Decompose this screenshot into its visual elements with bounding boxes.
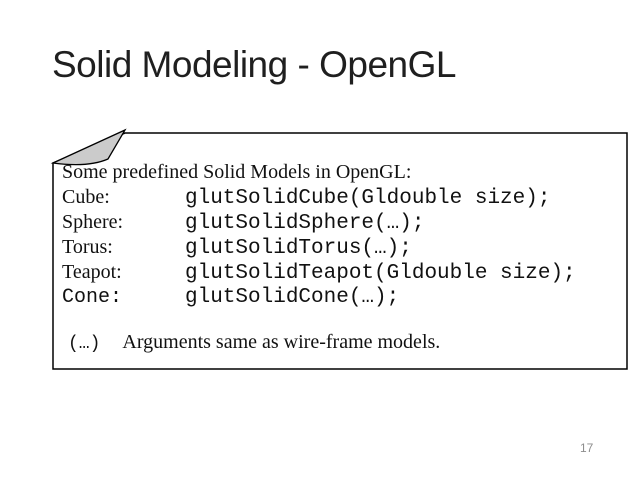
folded-corner-flap — [50, 128, 127, 166]
note-box: Some predefined Solid Models in OpenGL: … — [62, 160, 622, 357]
model-row: Sphere: glutSolidSphere(…); — [62, 210, 622, 235]
model-label: Teapot: — [62, 261, 122, 283]
footnote-symbol: (…) — [68, 334, 101, 354]
page-number: 17 — [580, 441, 594, 455]
model-code: glutSolidTorus(…); — [185, 237, 412, 260]
model-row: Cone: glutSolidCone(…); — [62, 285, 622, 310]
model-code: glutSolidCone(…); — [185, 286, 400, 309]
model-row: Torus: glutSolidTorus(…); — [62, 235, 622, 260]
model-label: Cube: — [62, 186, 110, 208]
note-heading: Some predefined Solid Models in OpenGL: — [62, 161, 412, 183]
model-label: Torus: — [62, 236, 113, 258]
model-rows: Cube:glutSolidCube(Gldouble size);Sphere… — [62, 185, 622, 310]
model-code: glutSolidSphere(…); — [185, 212, 425, 235]
slide-title: Solid Modeling - OpenGL — [52, 44, 456, 85]
footnote: (…) Arguments same as wire-frame models. — [62, 330, 622, 357]
footnote-text: Arguments same as wire-frame models. — [122, 331, 441, 353]
model-label: Sphere: — [62, 211, 124, 233]
model-code: glutSolidTeapot(Gldouble size); — [185, 262, 576, 285]
model-code: glutSolidCube(Gldouble size); — [185, 187, 551, 210]
model-row: Teapot: glutSolidTeapot(Gldouble size); — [62, 260, 622, 285]
model-label: Cone: — [62, 286, 123, 309]
model-row: Cube: glutSolidCube(Gldouble size); — [62, 185, 622, 210]
